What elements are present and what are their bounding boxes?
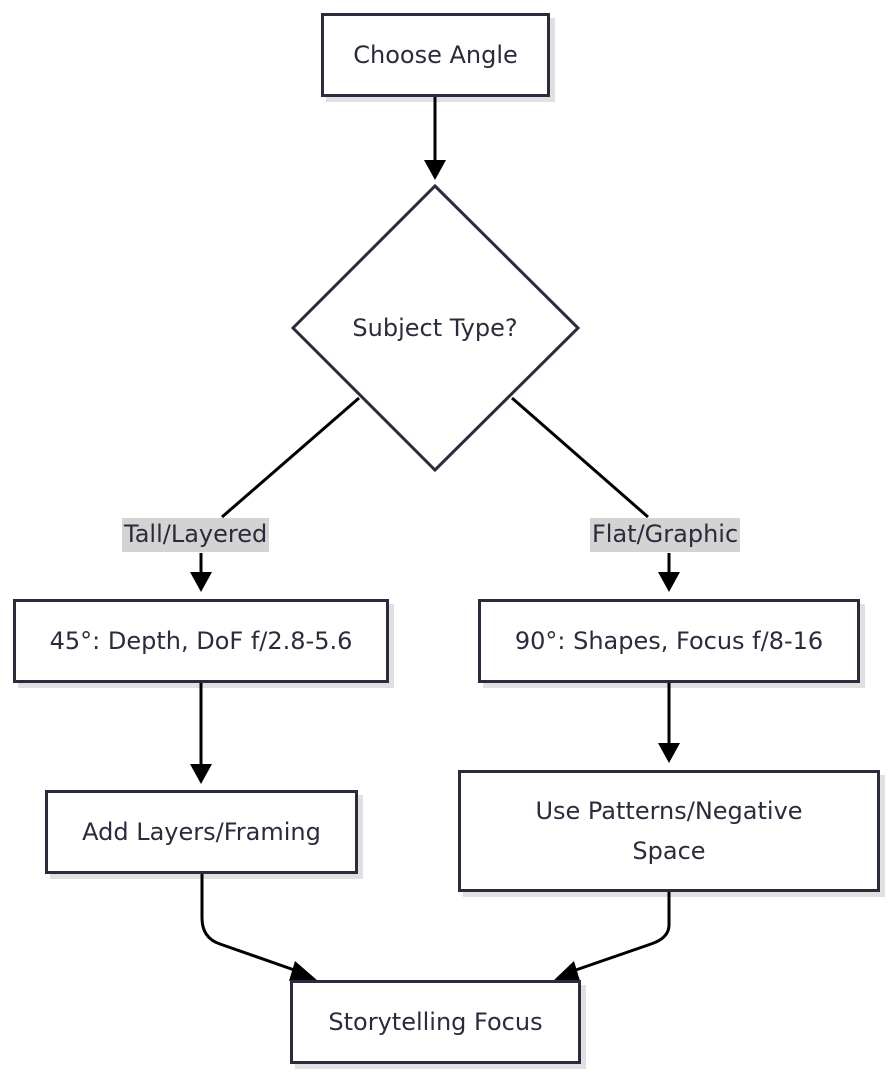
node-subject-type-label: Subject Type? <box>352 314 518 342</box>
arrowhead-layers-to-story <box>289 961 318 981</box>
edge-subject-to-tall <box>221 396 360 519</box>
node-add-layers-label: Add Layers/Framing <box>82 818 321 846</box>
arrowhead-choose-to-subject <box>424 160 446 180</box>
node-90-shapes: 90°: Shapes, Focus f/8-16 <box>478 599 860 683</box>
edge-label-flat-graphic: Flat/Graphic <box>590 518 741 552</box>
edge-patterns-to-story <box>569 891 671 974</box>
edge-label-tall-layered: Tall/Layered <box>122 518 270 552</box>
node-choose-angle-label: Choose Angle <box>353 41 518 69</box>
arrowhead-shapes-to-patterns <box>658 743 680 763</box>
arrowhead-tall-to-depth <box>190 572 212 592</box>
node-45-depth-label: 45°: Depth, DoF f/2.8-5.6 <box>49 627 353 655</box>
decision-diamond <box>290 183 581 473</box>
node-storytelling-label: Storytelling Focus <box>328 1008 543 1036</box>
node-90-shapes-label: 90°: Shapes, Focus f/8-16 <box>514 627 824 655</box>
node-add-layers: Add Layers/Framing <box>45 790 358 874</box>
arrowhead-flat-to-shapes <box>658 572 680 592</box>
node-storytelling: Storytelling Focus <box>290 980 581 1064</box>
node-use-patterns-label: Use Patterns/Negative Space <box>535 797 803 865</box>
node-45-depth: 45°: Depth, DoF f/2.8-5.6 <box>13 599 389 683</box>
node-use-patterns: Use Patterns/Negative Space <box>458 770 880 892</box>
edge-subject-to-flat <box>511 396 649 519</box>
arrowhead-depth-to-layers <box>190 764 212 784</box>
edge-layers-to-story <box>200 873 301 974</box>
node-choose-angle: Choose Angle <box>321 13 550 97</box>
arrowhead-patterns-to-story <box>553 961 580 981</box>
